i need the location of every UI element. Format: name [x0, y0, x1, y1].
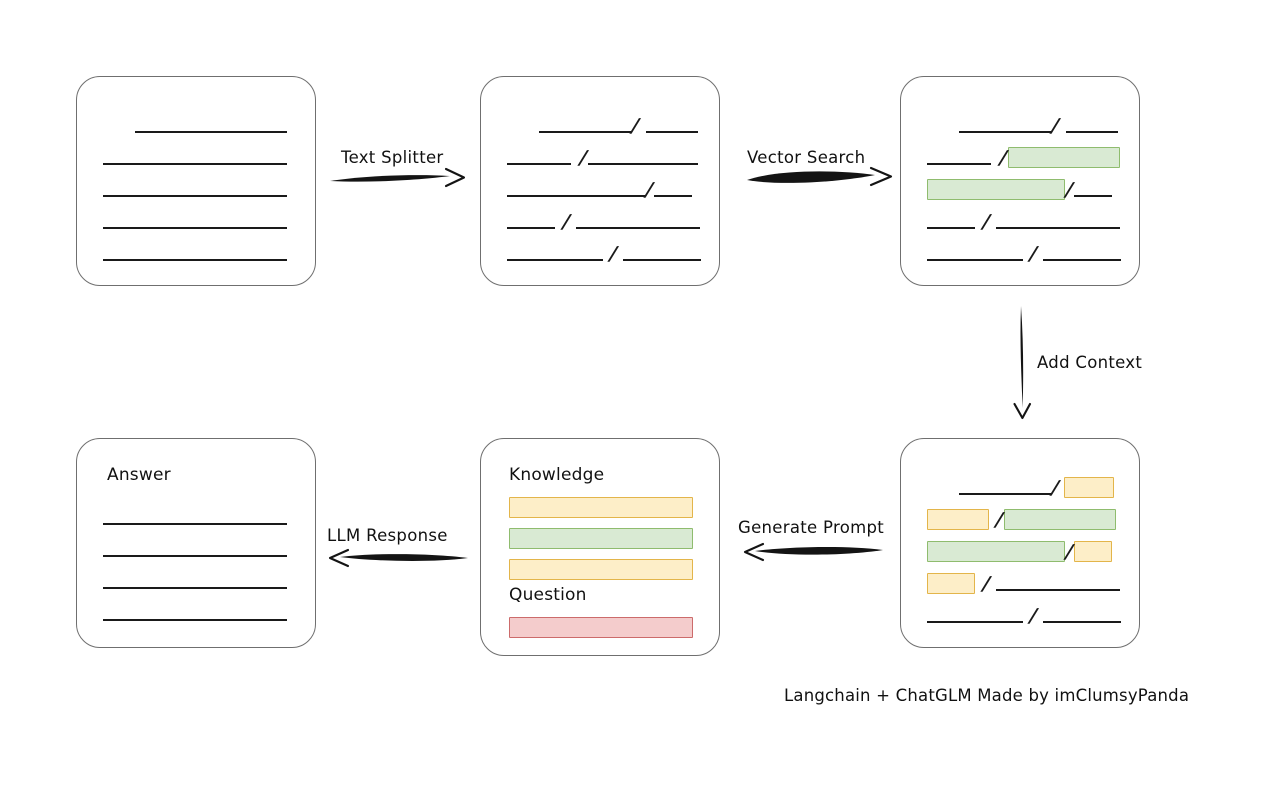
text-rule [135, 131, 287, 133]
edge-label-text-splitter: Text Splitter [341, 148, 444, 167]
context-added-box: / / / / / [900, 438, 1140, 648]
document-line: / [927, 572, 1120, 595]
highlight-chip-green [1003, 508, 1116, 530]
text-rule [927, 227, 975, 229]
document-line [103, 179, 287, 199]
highlight-chip-green [927, 540, 1065, 562]
edge-arrow-generate-prompt [743, 542, 883, 562]
document-line: / [539, 115, 698, 137]
highlight-chip-green [927, 178, 1065, 200]
chunk-separator: / [1050, 477, 1061, 499]
document-line: / [507, 243, 701, 265]
text-rule [622, 259, 701, 261]
chunk-separator: / [644, 179, 655, 201]
text-rule [1065, 131, 1118, 133]
document-line: / [927, 211, 1120, 233]
text-rule [539, 131, 631, 133]
edge-arrow-text-splitter [330, 167, 466, 188]
text-rule [103, 523, 287, 525]
prompt-bar-yellow [509, 497, 693, 518]
chunk-separator: / [561, 211, 572, 233]
document-line [103, 243, 287, 263]
text-rule [927, 621, 1023, 623]
document-line: / [927, 605, 1121, 627]
document-line [135, 115, 287, 135]
prompt-box: Knowledge Question [480, 438, 720, 656]
chunk-separator: / [578, 147, 589, 169]
text-rule [507, 195, 645, 197]
prompt-bar-yellow [509, 559, 693, 580]
edge-arrow-llm-response [328, 548, 468, 568]
text-rule [103, 587, 287, 589]
document-line: / [927, 146, 1120, 169]
text-rule [995, 227, 1120, 229]
document-line: / [507, 211, 700, 233]
text-rule [507, 227, 555, 229]
chunk-separator: / [630, 115, 641, 137]
document-line [103, 507, 287, 527]
document-line: / [927, 178, 1112, 201]
text-rule [587, 163, 698, 165]
text-rule [103, 163, 287, 165]
text-rule [1042, 621, 1121, 623]
document-line: / [927, 540, 1112, 563]
text-rule [645, 131, 698, 133]
document-line [103, 211, 287, 231]
document-line: / [927, 508, 1116, 531]
text-rule [995, 589, 1120, 591]
chunk-separator: / [1028, 243, 1039, 265]
text-rule [1073, 195, 1112, 197]
edge-label-add-context: Add Context [1037, 353, 1143, 372]
answer-title: Answer [107, 465, 171, 485]
text-rule [959, 493, 1051, 495]
document-line [103, 539, 287, 559]
chunk-separator: / [1028, 605, 1039, 627]
highlight-chip-yellow [1073, 540, 1112, 562]
chunk-separator: / [981, 211, 992, 233]
source-document-box [76, 76, 316, 286]
chunk-separator: / [608, 243, 619, 265]
highlight-chip-yellow [1063, 476, 1114, 498]
highlight-chip-yellow [927, 508, 989, 530]
vector-matches-box: / / / / / [900, 76, 1140, 286]
document-line: / [507, 179, 692, 201]
text-rule [103, 555, 287, 557]
document-line: / [959, 476, 1114, 499]
footer-credit: Langchain + ChatGLM Made by imClumsyPand… [784, 686, 1190, 705]
text-rule [103, 259, 287, 261]
split-chunks-box: / / / / / [480, 76, 720, 286]
prompt-bar-green [509, 528, 693, 549]
text-rule [959, 131, 1051, 133]
document-line: / [507, 147, 698, 169]
text-rule [103, 195, 287, 197]
question-label: Question [509, 585, 587, 605]
text-rule [103, 619, 287, 621]
text-rule [575, 227, 700, 229]
text-rule [103, 227, 287, 229]
edge-arrow-add-context [1013, 306, 1032, 420]
highlight-chip-green [1007, 146, 1120, 168]
edge-arrow-vector-search [747, 166, 893, 187]
text-rule [507, 259, 603, 261]
edge-label-generate-prompt: Generate Prompt [738, 518, 884, 537]
edge-label-vector-search: Vector Search [747, 148, 866, 167]
text-rule [653, 195, 692, 197]
chunk-separator: / [1050, 115, 1061, 137]
chunk-separator: / [981, 573, 992, 595]
chunk-separator: / [1064, 179, 1075, 201]
document-line [103, 571, 287, 591]
document-line [103, 147, 287, 167]
prompt-bar-red [509, 617, 693, 638]
document-line [103, 603, 287, 623]
text-rule [1042, 259, 1121, 261]
knowledge-label: Knowledge [509, 465, 605, 485]
text-rule [507, 163, 571, 165]
answer-box: Answer [76, 438, 316, 648]
highlight-chip-yellow [927, 572, 975, 594]
document-line: / [959, 115, 1118, 137]
text-rule [927, 259, 1023, 261]
text-rule [927, 163, 991, 165]
document-line: / [927, 243, 1121, 265]
edge-label-llm-response: LLM Response [327, 526, 448, 545]
